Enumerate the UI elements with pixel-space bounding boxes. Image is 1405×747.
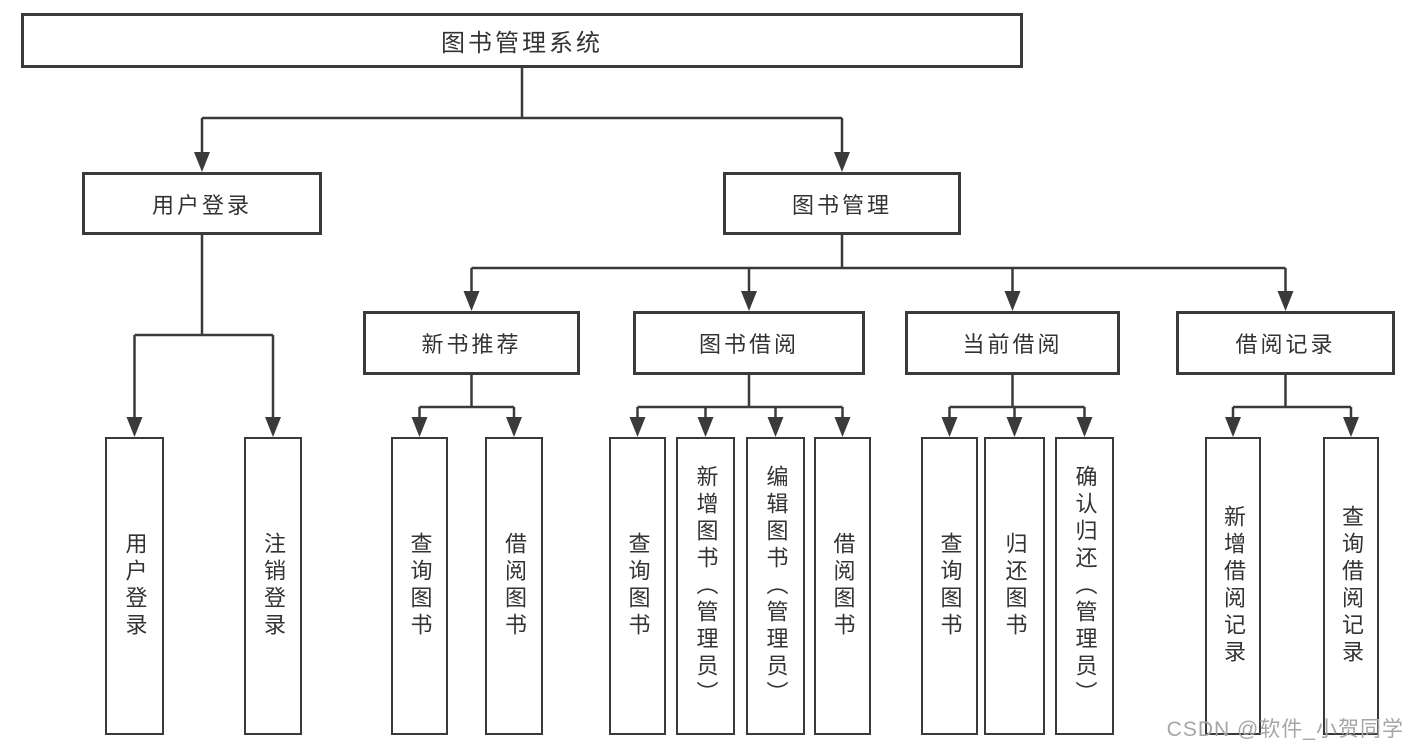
leaf-query-books-borrowing-label: 查询图书 [625,532,651,640]
leaf-borrow-books-label: 借阅图书 [830,532,856,640]
leaf-borrow-books-recommend-label: 借阅图书 [502,532,527,640]
node-user-login: 用户登录 [82,172,322,235]
node-current-borrowing-label: 当前借阅 [962,332,1063,357]
leaf-borrow-books-recommend: 借阅图书 [485,437,543,735]
node-current-borrowing: 当前借阅 [905,311,1120,375]
leaf-edit-books-admin-label: 编辑图书（管理员） [763,464,789,708]
leaf-query-borrow-record-label: 查询借阅记录 [1339,505,1364,667]
node-new-book-recommend: 新书推荐 [363,311,580,375]
leaf-query-books-recommend-label: 查询图书 [407,532,433,640]
leaf-confirm-return-admin-label: 确认归还（管理员） [1072,464,1098,708]
leaf-user-login: 用户登录 [105,437,164,735]
node-user-login-label: 用户登录 [151,192,252,218]
leaf-logout-label: 注销登录 [261,532,286,640]
csdn-watermark: CSDN @软件_小贺同学 [1166,718,1404,741]
leaf-add-borrow-record: 新增借阅记录 [1205,437,1261,735]
leaf-return-books-label: 归还图书 [1002,532,1028,640]
leaf-return-books: 归还图书 [984,437,1045,735]
node-new-book-recommend-label: 新书推荐 [421,332,522,357]
leaf-query-books-recommend: 查询图书 [391,437,448,735]
node-book-management: 图书管理 [723,172,961,235]
leaf-user-login-label: 用户登录 [122,532,148,640]
leaf-add-books-admin: 新增图书（管理员） [676,437,735,735]
leaf-add-borrow-record-label: 新增借阅记录 [1221,505,1246,667]
leaf-add-books-admin-label: 新增图书（管理员） [693,464,719,708]
node-borrow-records: 借阅记录 [1176,311,1395,375]
node-book-borrowing: 图书借阅 [633,311,865,375]
leaf-query-books-current: 查询图书 [921,437,978,735]
node-book-borrowing-label: 图书借阅 [698,332,799,357]
leaf-query-books-borrowing: 查询图书 [609,437,666,735]
leaf-confirm-return-admin: 确认归还（管理员） [1055,437,1114,735]
node-root-label: 图书管理系统 [441,30,603,57]
leaf-logout: 注销登录 [244,437,302,735]
leaf-query-borrow-record: 查询借阅记录 [1323,437,1379,735]
node-book-management-label: 图书管理 [791,192,892,218]
leaf-borrow-books: 借阅图书 [814,437,871,735]
node-root-system: 图书管理系统 [21,13,1023,68]
node-borrow-records-label: 借阅记录 [1235,332,1336,357]
leaf-query-books-current-label: 查询图书 [937,532,963,640]
leaf-edit-books-admin: 编辑图书（管理员） [746,437,805,735]
